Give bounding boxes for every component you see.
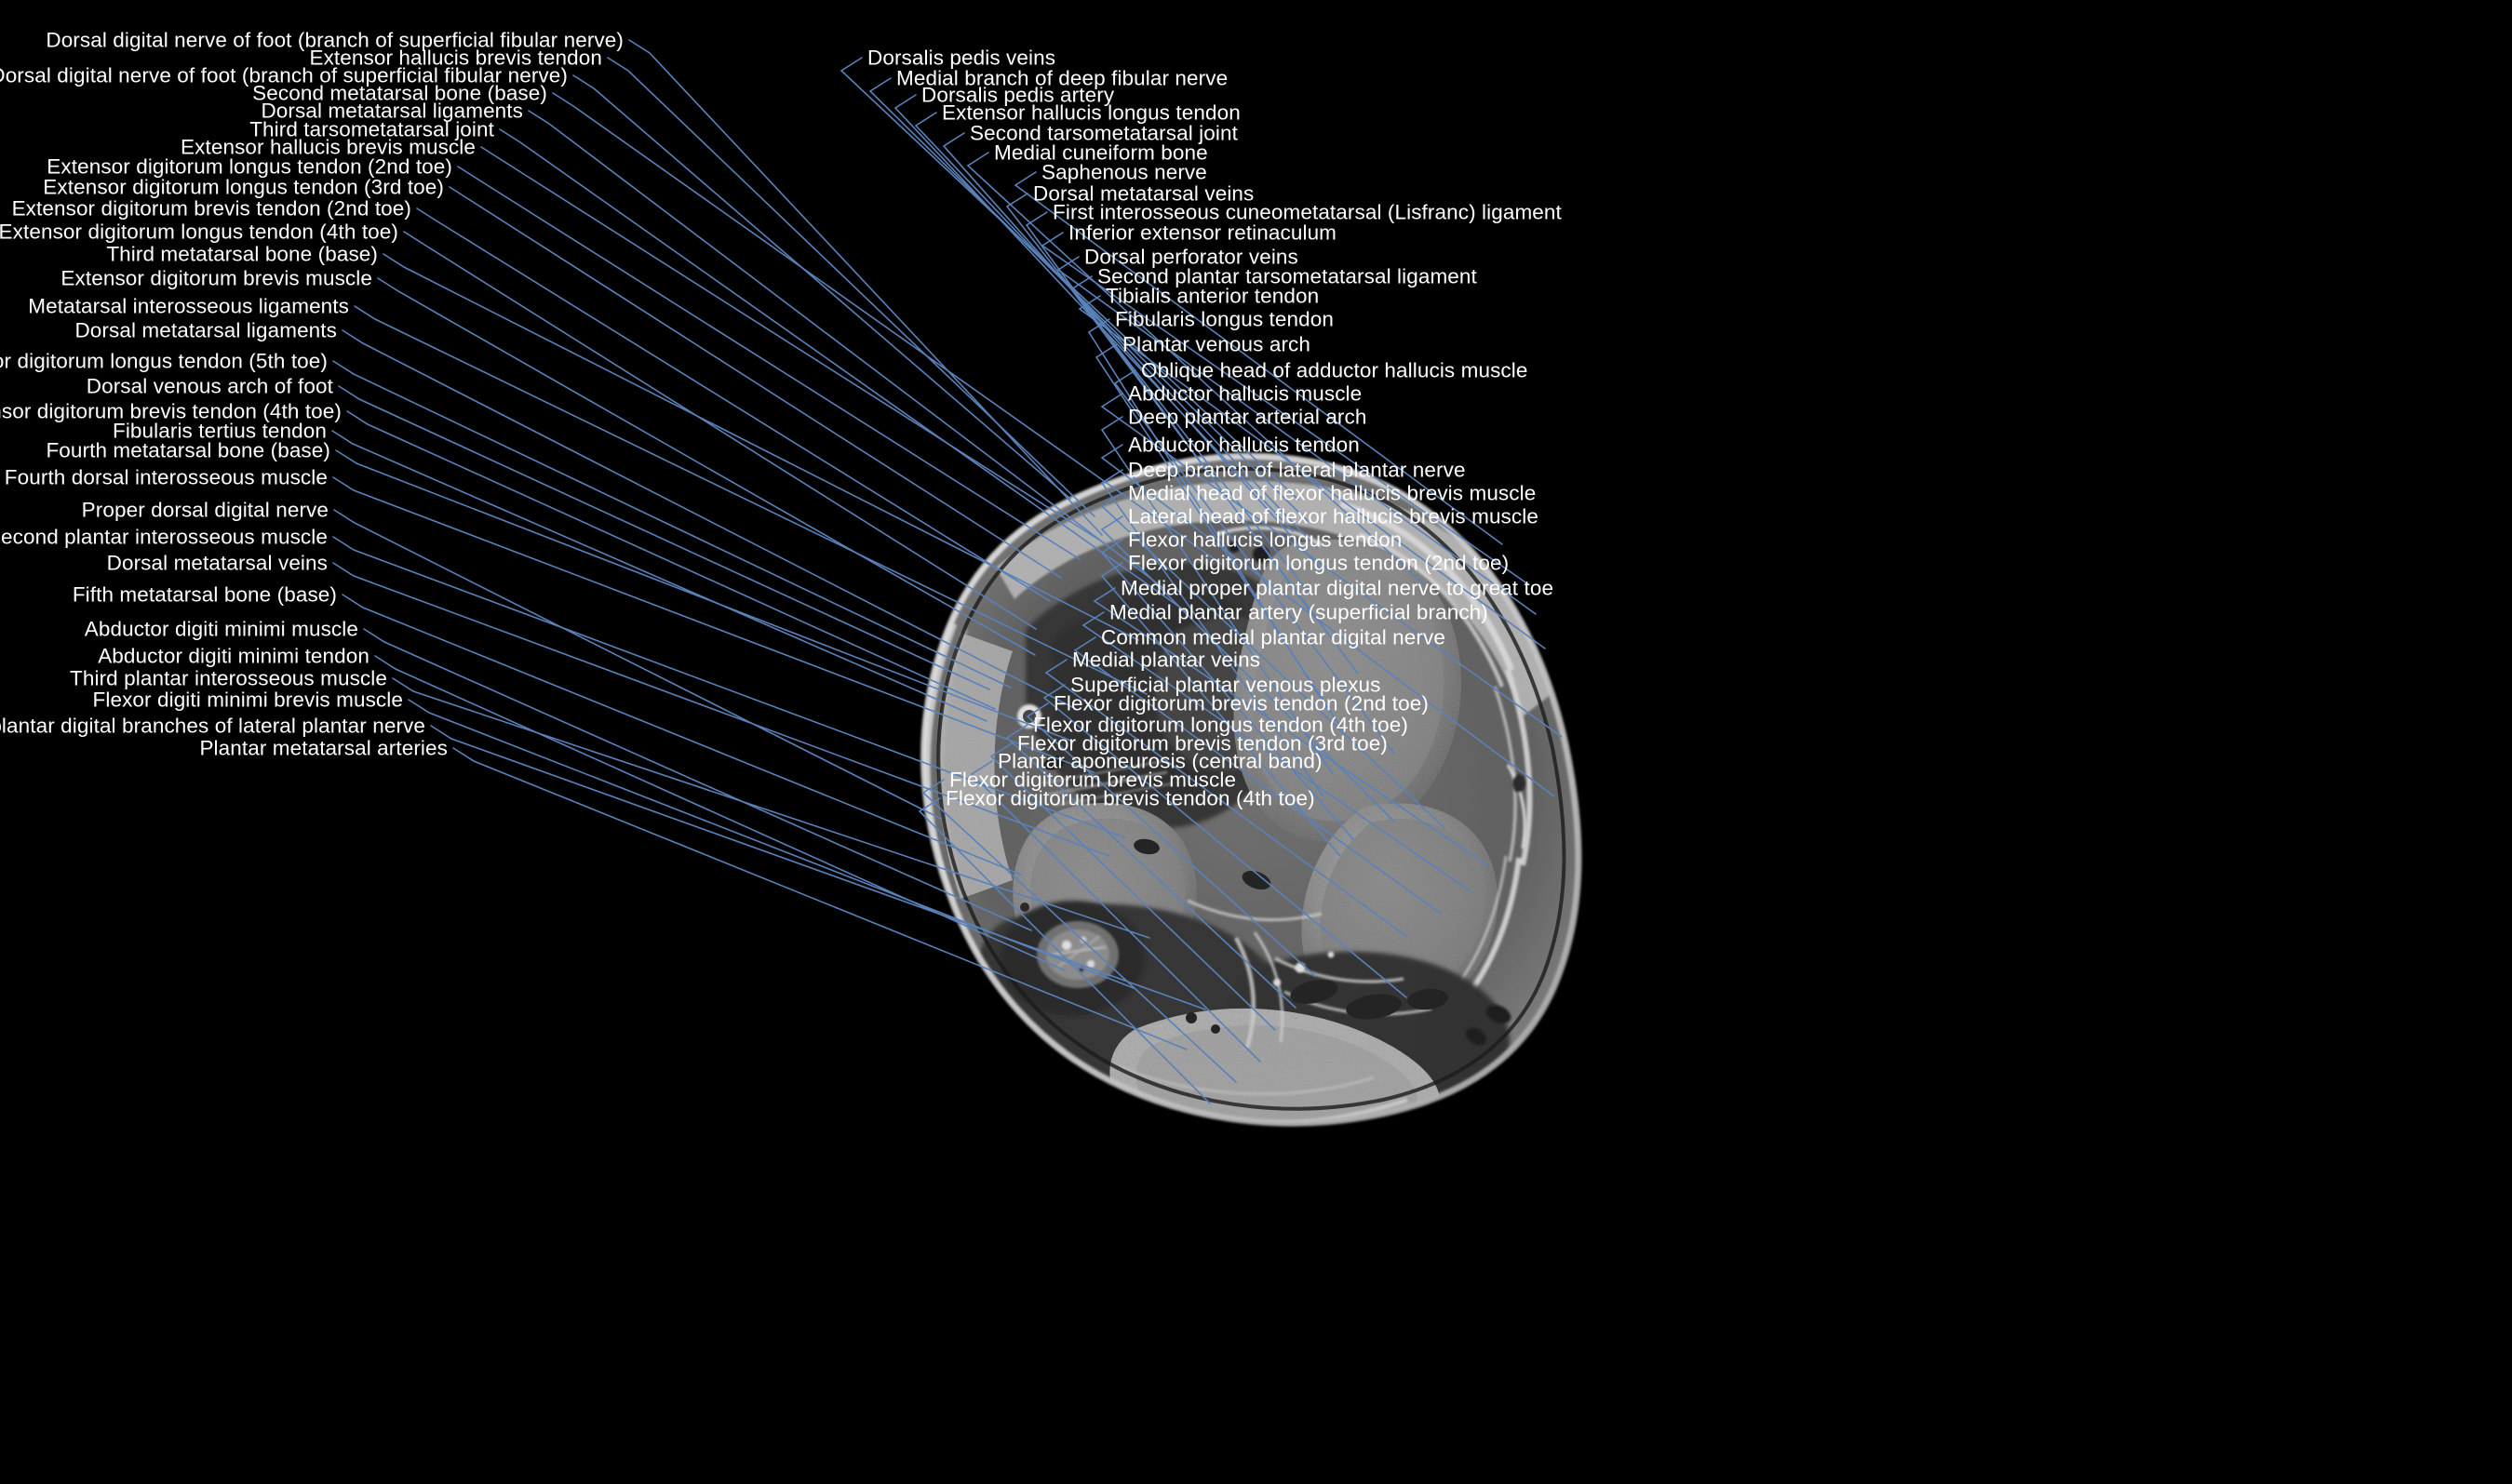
anatomy-label: Medial head of flexor hallucis brevis mu… (1128, 481, 1537, 505)
anatomy-label: Dorsalis pedis veins (867, 46, 1056, 70)
anatomy-label: Extensor digitorum brevis tendon (2nd to… (11, 196, 411, 221)
anatomy-label: Dorsal digital nerve of foot (branch of … (0, 63, 568, 87)
anatomy-label: Second plantar interosseous muscle (0, 525, 328, 549)
anatomy-label: Extensor digitorum longus tendon (5th to… (0, 349, 328, 373)
anatomy-label: Inferior extensor retinaculum (1068, 221, 1337, 245)
anatomy-label: Lateral head of flexor hallucis brevis m… (1128, 504, 1538, 528)
anatomy-label: Deep branch of lateral plantar nerve (1128, 458, 1466, 482)
anatomy-label: Plantar metatarsal arteries (199, 736, 448, 760)
anatomy-label: Medial plantar veins (1072, 648, 1261, 672)
anatomy-label: Abductor digiti minimi tendon (98, 644, 369, 668)
anatomy-label: Flexor digitorum brevis tendon (3rd toe) (1017, 731, 1388, 755)
anatomy-label: Superficial plantar venous plexus (1070, 673, 1381, 697)
anatomy-label: Extensor hallucis brevis muscle (181, 135, 476, 159)
anatomy-label: Abductor hallucis muscle (1128, 381, 1363, 406)
anatomy-label: Common plantar digital branches of later… (0, 714, 425, 738)
anatomy-label: Abductor hallucis tendon (1128, 433, 1360, 457)
anatomy-label: Fourth dorsal interosseous muscle (4, 465, 328, 489)
anatomy-label: Dorsal metatarsal ligaments (261, 99, 523, 123)
anatomy-label: Extensor hallucis brevis tendon (309, 46, 602, 70)
anatomy-label: Extensor digitorum brevis muscle (60, 266, 372, 290)
anatomy-label: Flexor digitorum brevis muscle (949, 768, 1237, 792)
anatomy-label: Third tarsometatarsal joint (249, 117, 494, 141)
anatomy-label: Saphenous nerve (1041, 160, 1207, 184)
anatomy-label: Flexor hallucis longus tendon (1128, 528, 1403, 552)
anatomy-label: Second metatarsal bone (base) (252, 81, 547, 105)
anatomy-label: Medial cuneiform bone (994, 140, 1208, 165)
anatomy-label: Dorsal metatarsal ligaments (74, 318, 337, 342)
anatomy-label: Tibialis anterior tendon (1106, 284, 1320, 308)
anatomy-label: Flexor digiti minimi brevis muscle (92, 688, 403, 712)
anatomy-label: Fourth metatarsal bone (base) (46, 438, 330, 462)
anatomy-label: Dorsal perforator veins (1084, 245, 1298, 269)
anatomy-label: Plantar aponeurosis (central band) (998, 749, 1323, 773)
anatomy-label: Proper dorsal digital nerve (81, 498, 329, 522)
anatomy-label: Extensor digitorum longus tendon (2nd to… (47, 154, 452, 179)
anatomy-label: Plantar venous arch (1122, 332, 1311, 356)
anatomy-label: Common medial plantar digital nerve (1101, 625, 1445, 649)
anatomy-label: Flexor digitorum longus tendon (2nd toe) (1128, 551, 1510, 575)
anatomy-label: Second plantar tarsometatarsal ligament (1097, 264, 1477, 288)
anatomy-label: Dorsal metatarsal veins (1033, 181, 1255, 206)
anatomy-label: Dorsalis pedis artery (921, 83, 1115, 107)
anatomy-label: Extensor digitorum brevis tendon (4th to… (0, 399, 342, 423)
anatomy-label: Second tarsometatarsal joint (970, 121, 1238, 145)
anatomy-label: Flexor digitorum brevis tendon (2nd toe) (1054, 691, 1429, 715)
anatomy-label: Medial proper plantar digital nerve to g… (1121, 576, 1554, 600)
anatomy-label: Dorsal metatarsal veins (106, 551, 328, 575)
anatomy-label: Flexor digitorum longus tendon (4th toe) (1033, 713, 1408, 737)
anatomy-label: Deep plantar arterial arch (1128, 405, 1367, 429)
anatomy-label: Metatarsal interosseous ligaments (28, 294, 349, 318)
anatomy-label: Extensor digitorum longus tendon (3rd to… (43, 175, 444, 199)
anatomy-label: Medial plantar artery (superficial branc… (1109, 600, 1488, 624)
anatomy-label: Fifth metatarsal bone (base) (72, 582, 337, 607)
anatomy-label: Extensor digitorum longus tendon (4th to… (0, 220, 398, 244)
anatomy-label: Third plantar interosseous muscle (70, 666, 387, 690)
anatomy-label: Fibularis tertius tendon (112, 419, 327, 443)
anatomy-label: Dorsal venous arch of foot (86, 374, 333, 398)
anatomy-label: Extensor hallucis longus tendon (942, 100, 1241, 125)
anatomy-label: Oblique head of adductor hallucis muscle (1141, 358, 1528, 382)
anatomy-label: Fibularis longus tendon (1115, 307, 1334, 331)
anatomy-label: Flexor digitorum brevis tendon (4th toe) (946, 786, 1315, 810)
anatomy-label: First interosseous cuneometatarsal (Lisf… (1053, 200, 1562, 224)
anatomy-label: Dorsal digital nerve of foot (branch of … (46, 28, 624, 52)
leader-line (333, 509, 942, 820)
anatomy-label: Abductor digiti minimi muscle (84, 617, 358, 641)
anatomy-label: Third metatarsal bone (base) (106, 242, 378, 266)
anatomy-label: Medial branch of deep fibular nerve (896, 66, 1229, 90)
